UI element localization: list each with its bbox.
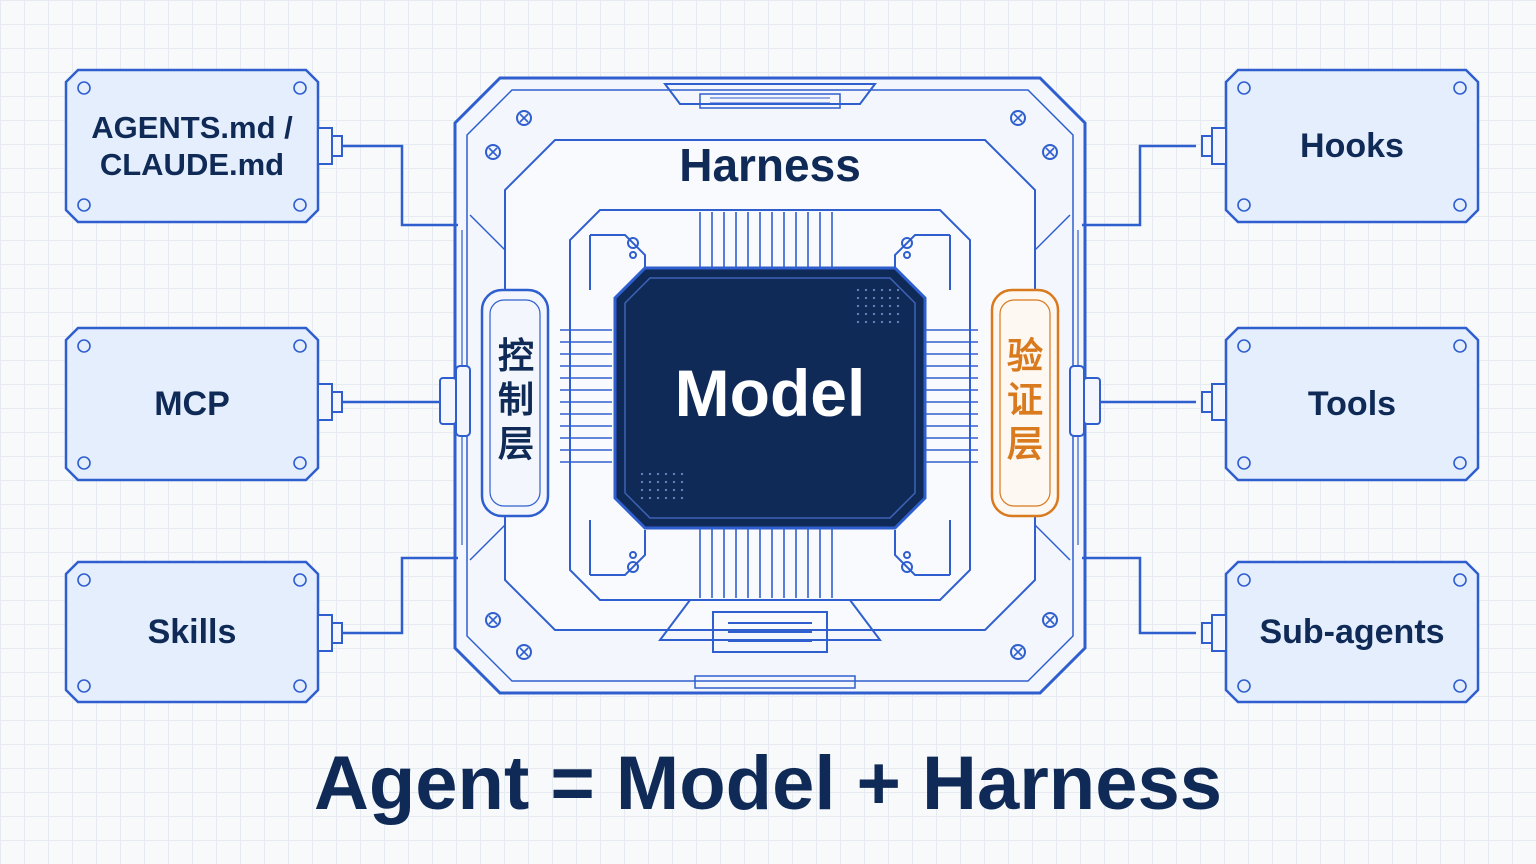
module-hooks xyxy=(1201,68,1480,224)
harness-side-ports xyxy=(439,365,1101,437)
module-agents-claude xyxy=(64,68,343,224)
harness-title: Harness xyxy=(679,139,861,191)
model-label: Model xyxy=(674,356,866,430)
module-text-line: Tools xyxy=(1307,384,1397,423)
chip-pins-bottom xyxy=(699,528,833,598)
module-text-line: Hooks xyxy=(1300,126,1404,165)
chip-pins-right xyxy=(926,329,978,463)
module-label-hooks: Hooks xyxy=(1226,70,1478,222)
module-text-line: Skills xyxy=(147,612,237,651)
connectors xyxy=(340,144,1196,635)
chip-pins-left xyxy=(560,329,612,463)
control-layer-label: 控制层 xyxy=(488,335,544,467)
model-chip xyxy=(613,266,927,530)
module-text-line: AGENTS.md / xyxy=(91,109,293,145)
module-text-line: Sub-agents xyxy=(1259,612,1445,651)
module-text-line: MCP xyxy=(154,384,230,423)
chip-pins-top xyxy=(699,212,833,268)
module-text-line: CLAUDE.md xyxy=(99,147,285,182)
module-skills xyxy=(64,560,343,704)
circuit-board xyxy=(569,209,971,601)
module-label-mcp: MCP xyxy=(66,328,318,480)
verify-layer-panel xyxy=(990,288,1060,518)
module-sub-agents xyxy=(1201,560,1480,704)
agent-equation: Agent = Model + Harness xyxy=(313,741,1223,826)
module-label-sub-agents: Sub-agents xyxy=(1226,562,1478,702)
verify-layer-label: 验证层 xyxy=(997,335,1053,467)
control-layer-char: 控制层 xyxy=(497,336,534,465)
module-mcp xyxy=(64,326,343,482)
verify-layer-char: 验证层 xyxy=(1006,336,1043,465)
module-label-agents-claude: AGENTS.md / CLAUDE.md xyxy=(66,70,318,222)
control-layer-panel xyxy=(480,288,550,518)
module-tools xyxy=(1201,326,1480,482)
module-label-tools: Tools xyxy=(1226,328,1478,480)
module-label-skills: Skills xyxy=(66,562,318,702)
